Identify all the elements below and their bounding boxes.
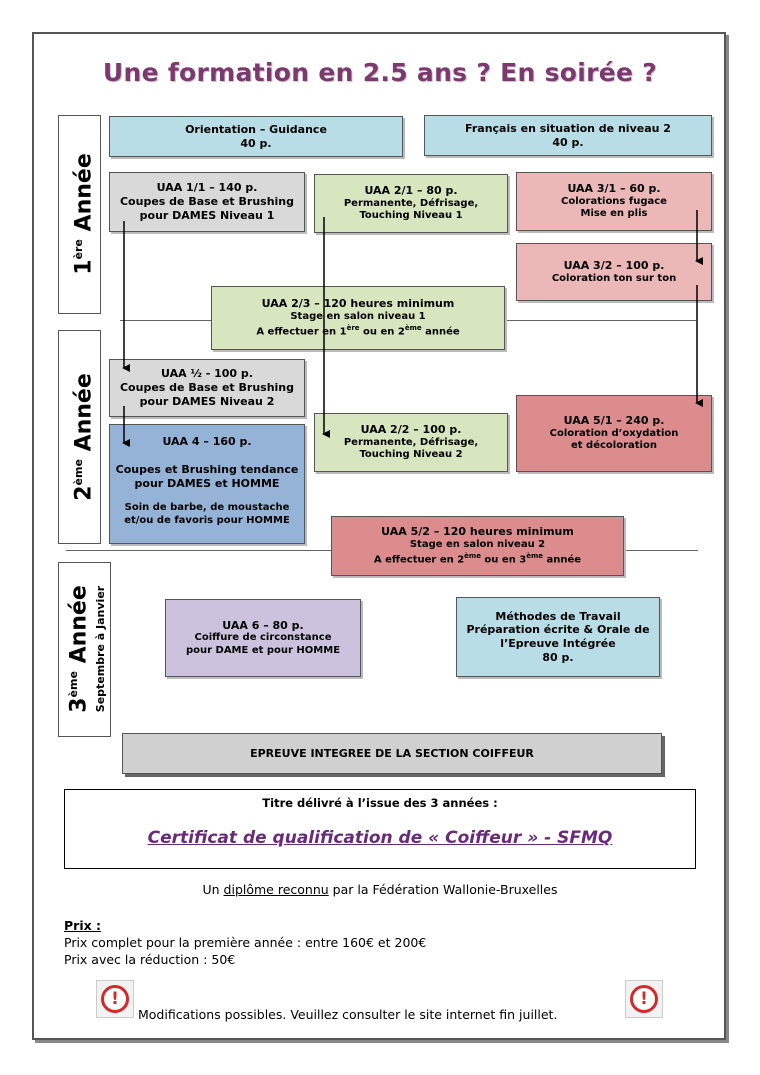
uaa-2-2-line3: Touching Niveau 2 <box>359 449 463 461</box>
uaa-6-line3: pour DAME et pour HOMME <box>185 644 341 656</box>
page-frame <box>32 32 726 1040</box>
box-uaa-2-1: UAA 2/1 – 80 p. Permanente, Défrisage, T… <box>314 174 508 233</box>
box-uaa-6: UAA 6 – 80 p. Coiffure de circonstance p… <box>165 599 361 677</box>
uaa-1-2-line2: Coupes de Base et Brushing <box>119 381 295 395</box>
uaa-3-1-title: UAA 3/1 – 60 p. <box>567 182 661 196</box>
uaa-2-3-line3-c: année <box>421 326 460 338</box>
uaa-5-2-title: UAA 5/2 – 120 heures minimum <box>381 525 574 539</box>
box-uaa-3-2: UAA 3/2 – 100 p. Coloration ton sur ton <box>516 243 712 301</box>
uaa-5-2-line3-b: ou en 3 <box>480 554 527 566</box>
uaa-1-1-title: UAA 1/1 – 140 p. <box>156 181 258 195</box>
uaa-2-1-line2: Permanente, Défrisage, <box>343 197 479 209</box>
uaa-2-3-sup1: ère <box>346 323 360 332</box>
box-methodes: Méthodes de Travail Préparation écrite &… <box>456 597 660 677</box>
uaa-2-2-line2: Permanente, Défrisage, <box>343 436 479 448</box>
uaa-5-1-line2: Coloration d’oxydation <box>549 427 679 439</box>
uaa-2-3-line2: Stage en salon niveau 1 <box>290 311 426 323</box>
prix-line-1: Prix complet pour la première année : en… <box>64 935 427 950</box>
francais-hours: 40 p. <box>552 135 584 149</box>
uaa-5-2-line2: Stage en salon niveau 2 <box>409 539 546 551</box>
uaa-2-3-line3-a: A effectuer en 1 <box>256 326 347 338</box>
year-1-panel: 1ère Année <box>58 115 101 314</box>
uaa-3-2-line2: Coloration ton sur ton <box>551 272 677 284</box>
certificat-title: Certificat de qualification de « Coiffeu… <box>147 828 613 848</box>
exclamation-icon: ! <box>625 980 663 1018</box>
uaa-3-1-line2: Colorations fugace <box>561 195 667 207</box>
diplome-post: par la Fédération Wallonie-Bruxelles <box>328 882 558 897</box>
uaa-2-3-title: UAA 2/3 – 120 heures minimum <box>261 297 455 311</box>
box-uaa-2-2: UAA 2/2 – 100 p. Permanente, Défrisage, … <box>314 413 508 472</box>
methodes-title: Méthodes de Travail <box>495 609 621 623</box>
orientation-hours: 40 p. <box>240 136 272 150</box>
uaa-3-2-title: UAA 3/2 – 100 p. <box>563 258 665 272</box>
diplome-pre: Un <box>202 882 224 897</box>
prix-line-2: Prix avec la réduction : 50€ <box>64 952 236 967</box>
box-uaa-3-1: UAA 3/1 – 60 p. Colorations fugace Mise … <box>516 172 712 231</box>
uaa-5-2-sup2: ème <box>526 551 544 560</box>
uaa-5-2-line3: A effectuer en 2ème ou en 3ème année <box>374 552 581 567</box>
epreuve-integree-bar: EPREUVE INTEGREE DE LA SECTION COIFFEUR <box>122 733 662 774</box>
titre-heading: Titre délivré à l’issue des 3 années : <box>262 796 498 810</box>
uaa-5-1-title: UAA 5/1 – 240 p. <box>563 414 665 428</box>
uaa-1-2-line3: pour DAMES Niveau 2 <box>139 394 275 408</box>
uaa-4-line4: Soin de barbe, de moustache <box>124 502 290 514</box>
year-3-panel: 3ème Année Septembre à Janvier <box>58 562 111 737</box>
uaa-4-line5: et/ou de favoris pour HOMME <box>124 514 290 526</box>
uaa-3-1-line3: Mise en plis <box>580 208 648 220</box>
uaa-5-2-line3-c: année <box>543 554 582 566</box>
uaa-5-2-line3-a: A effectuer en 2 <box>373 554 465 566</box>
uaa-4-line3: pour DAMES et HOMME <box>134 476 280 490</box>
diplome-line: Un diplôme reconnu par la Fédération Wal… <box>0 882 760 897</box>
uaa-6-line2: Coiffure de circonstance <box>194 632 332 644</box>
exclamation-glyph: ! <box>630 985 658 1013</box>
uaa-2-1-title: UAA 2/1 – 80 p. <box>364 184 458 198</box>
uaa-2-3-line3-b: ou en 2 <box>359 326 405 338</box>
uaa-2-3-line3: A effectuer en 1ère ou en 2ème année <box>256 324 459 339</box>
uaa-4-line2: Coupes et Brushing tendance <box>115 462 299 476</box>
uaa-6-title: UAA 6 – 80 p. <box>222 618 304 632</box>
uaa-5-2-sup1: ème <box>464 551 481 560</box>
year-2-panel: 2ème Année <box>58 330 101 544</box>
uaa-1-2-title: UAA ½ - 100 p. <box>161 367 253 381</box>
francais-title: Français en situation de niveau 2 <box>465 121 671 135</box>
warning-text: Modifications possibles. Veuillez consul… <box>138 1007 558 1022</box>
box-uaa-5-1: UAA 5/1 – 240 p. Coloration d’oxydation … <box>516 395 712 472</box>
uaa-5-1-line3: et décoloration <box>571 440 657 452</box>
box-uaa-1-2: UAA ½ - 100 p. Coupes de Base et Brushin… <box>109 359 305 417</box>
exclamation-icon: ! <box>96 980 134 1018</box>
uaa-4-title: UAA 4 – 160 p. <box>162 435 252 448</box>
exclamation-glyph: ! <box>101 985 129 1013</box>
box-uaa-5-2: UAA 5/2 – 120 heures minimum Stage en sa… <box>331 516 624 576</box>
methodes-hours: 80 p. <box>542 650 574 664</box>
page-title: Une formation en 2.5 ans ? En soirée ? <box>102 58 658 87</box>
methodes-line3: l’Epreuve Intégrée <box>500 637 616 650</box>
box-orientation: Orientation – Guidance 40 p. <box>109 116 403 157</box>
box-francais: Français en situation de niveau 2 40 p. <box>424 115 712 156</box>
uaa-1-1-line3: pour DAMES Niveau 1 <box>139 208 275 222</box>
prix-heading: Prix : <box>64 918 102 933</box>
methodes-line2: Préparation écrite & Orale de <box>466 623 650 637</box>
box-uaa-1-1: UAA 1/1 – 140 p. Coupes de Base et Brush… <box>109 172 305 232</box>
uaa-2-1-line3: Touching Niveau 1 <box>359 210 463 222</box>
uaa-1-1-line2: Coupes de Base et Brushing <box>119 195 295 209</box>
uaa-2-2-title: UAA 2/2 – 100 p. <box>360 423 462 437</box>
orientation-title: Orientation – Guidance <box>185 122 327 136</box>
titre-box: Titre délivré à l’issue des 3 années : C… <box>64 789 696 869</box>
uaa-2-3-sup2: ème <box>404 323 422 332</box>
box-uaa-2-3: UAA 2/3 – 120 heures minimum Stage en sa… <box>211 286 505 350</box>
box-uaa-4: UAA 4 – 160 p. Coupes et Brushing tendan… <box>109 424 305 544</box>
diplome-reconnu: diplôme reconnu <box>223 882 329 897</box>
prix-section: Prix : Prix complet pour la première ann… <box>64 917 426 968</box>
